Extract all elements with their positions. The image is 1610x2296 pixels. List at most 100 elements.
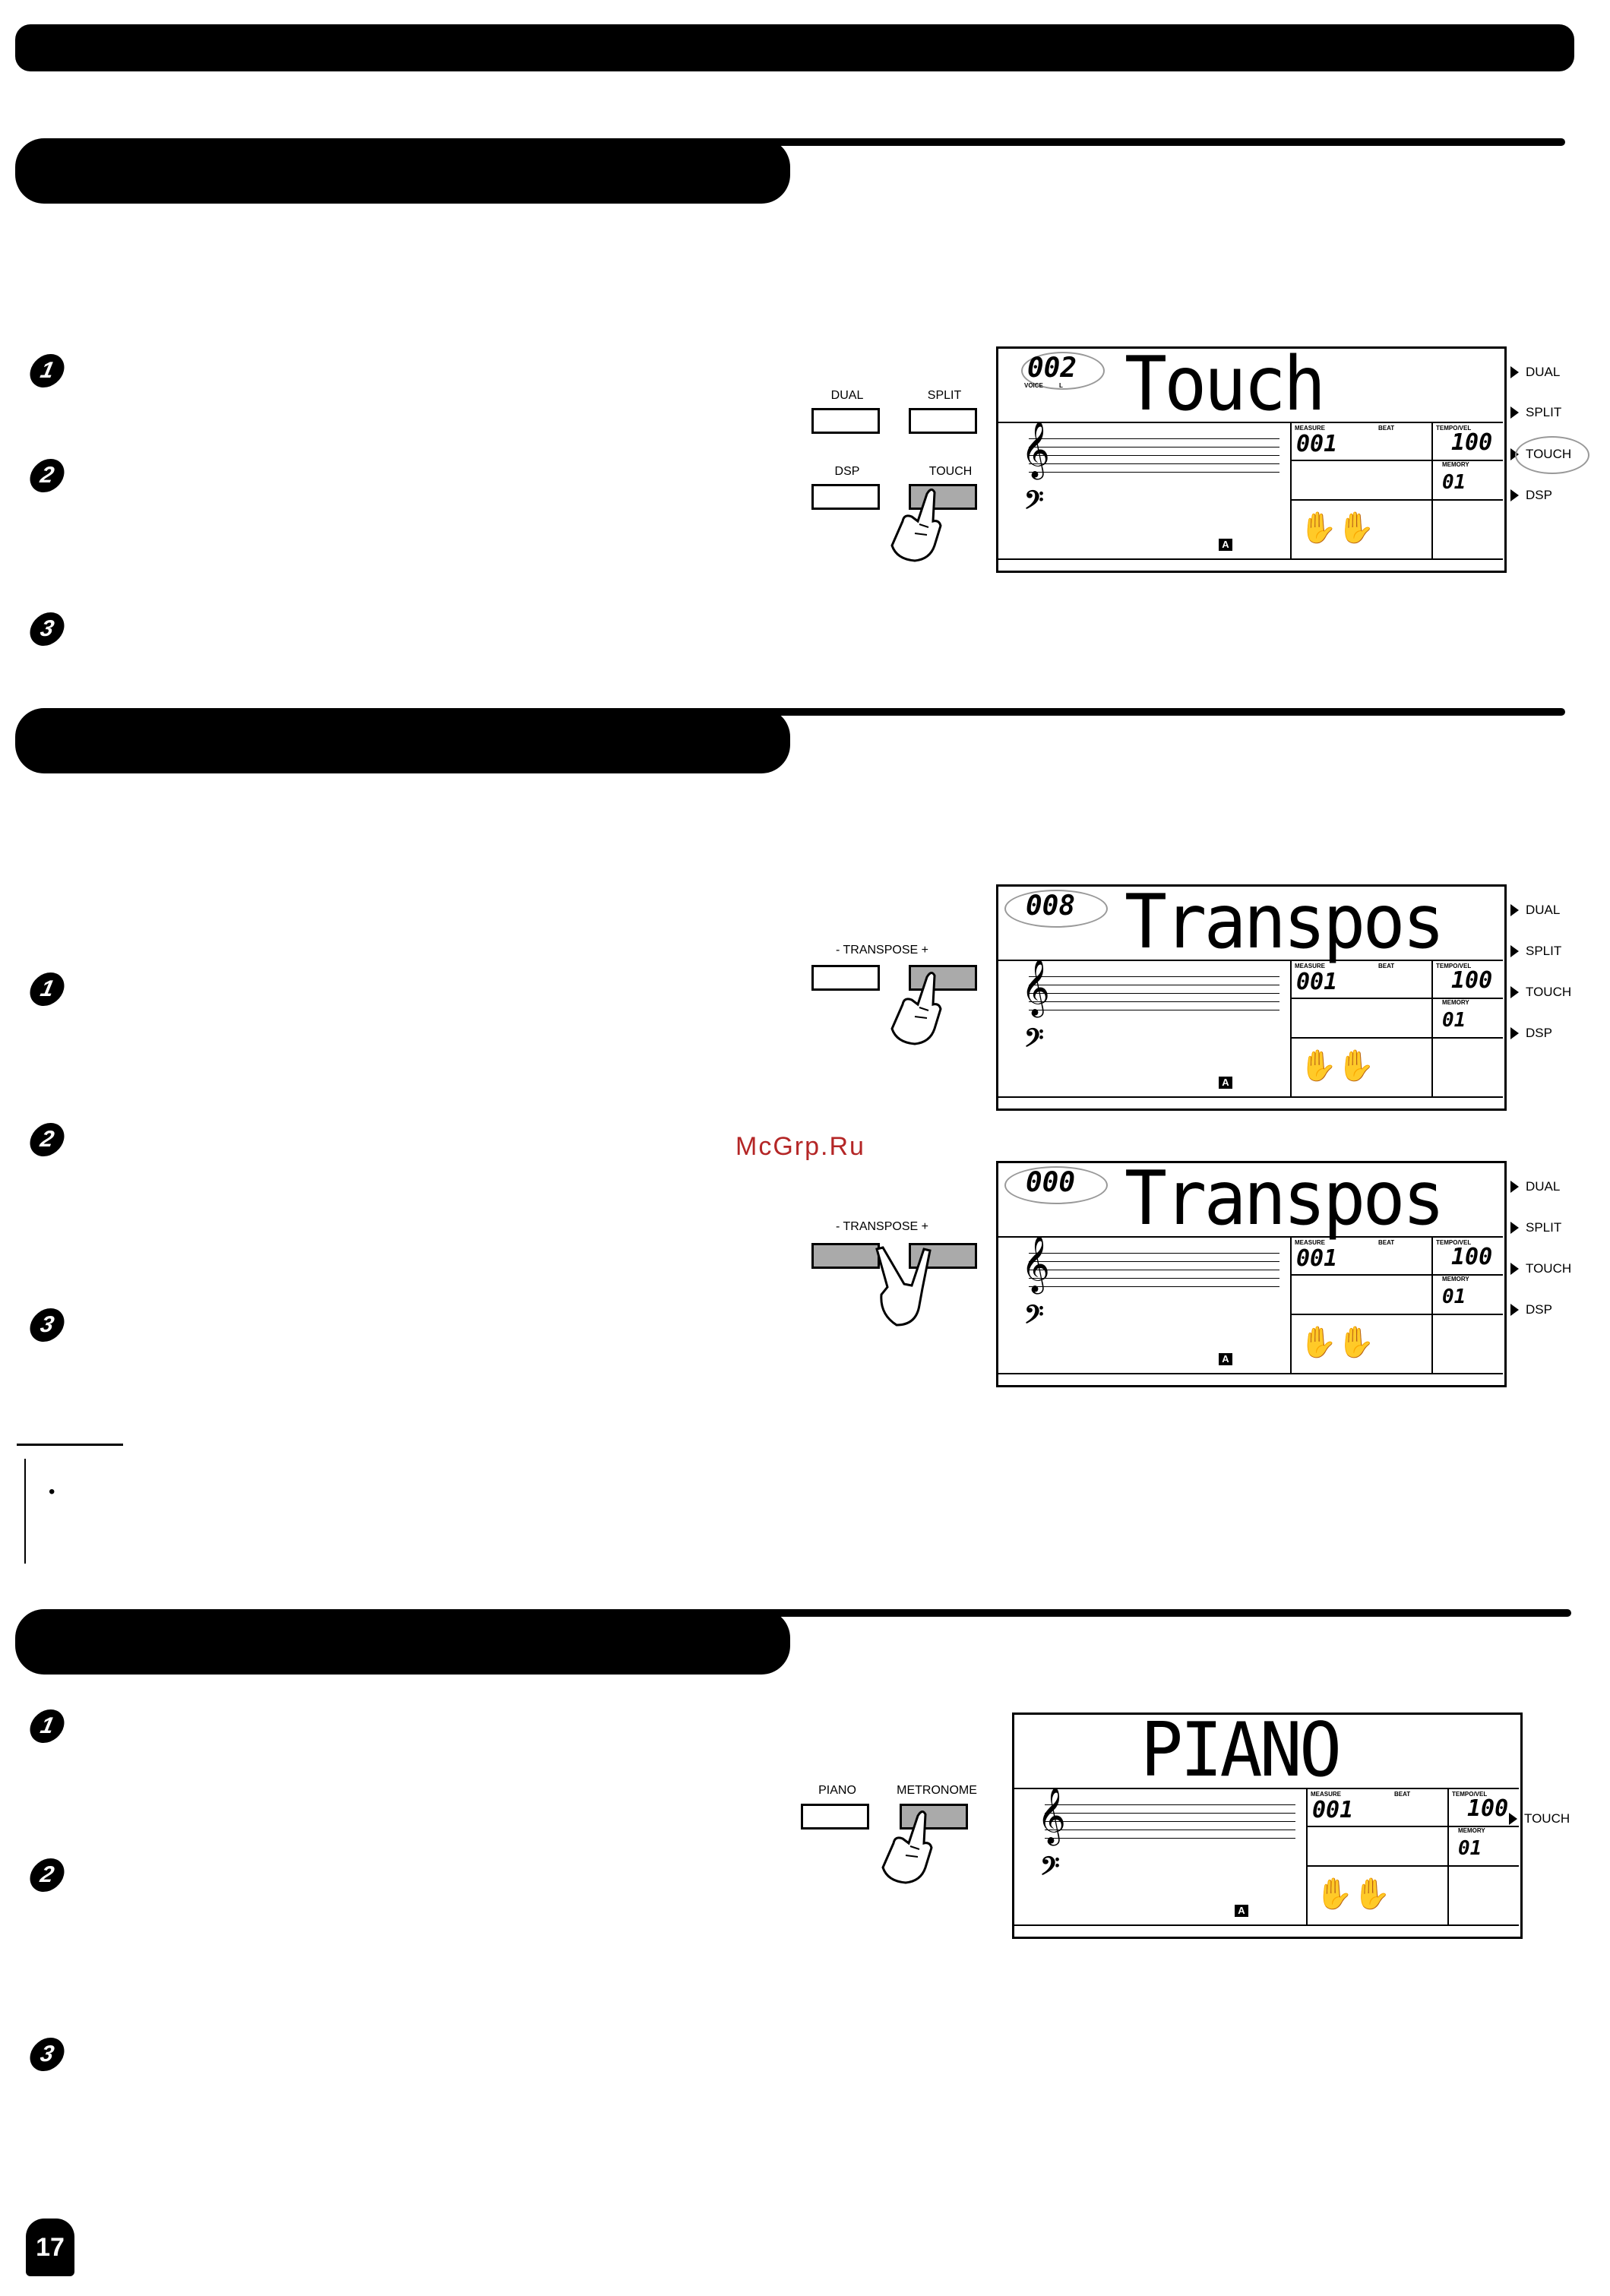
measure-label: MEASURE (1311, 1791, 1342, 1798)
pointing-hand-icon (890, 489, 942, 562)
lcd-transpose-a: 008 Transpos MEASURE BEAT TEMPO/VEL 001 … (996, 884, 1507, 1111)
side-label-touch: TOUCH (1526, 985, 1572, 999)
lcd-main-text: Touch (1124, 341, 1326, 428)
side-label-dual: DUAL (1526, 903, 1561, 917)
bass-clef-icon: 𝄢 (1024, 487, 1044, 520)
a-badge: A (1235, 1905, 1248, 1917)
dsp-button[interactable] (811, 484, 880, 510)
memory-value: 01 (1442, 1009, 1466, 1032)
note-top-rule (17, 1444, 123, 1446)
dual-button[interactable] (811, 408, 880, 434)
tempo-value: 100 (1467, 1795, 1509, 1822)
beat-label: BEAT (1394, 1791, 1411, 1798)
triangle-pointer-icon (1510, 489, 1519, 501)
voice-number: 002 (1027, 353, 1077, 384)
side-label-split: SPLIT (1526, 944, 1562, 958)
triangle-pointer-icon (1510, 945, 1519, 957)
tempo-label: TEMPO/VEL (1436, 425, 1472, 432)
touch-button-label: TOUCH (928, 465, 973, 478)
measure-label: MEASURE (1295, 425, 1326, 432)
metronome-button-label: METRONOME (897, 1784, 977, 1797)
hands-icon: ✋✋ (1299, 1326, 1375, 1359)
bass-clef-icon: 𝄢 (1024, 1025, 1044, 1058)
a-badge: A (1219, 1077, 1232, 1089)
side-label-touch: TOUCH (1526, 1261, 1572, 1276)
metronome-button[interactable] (900, 1804, 968, 1830)
two-finger-hand-icon (875, 1246, 932, 1327)
voice-number-highlight (1021, 352, 1105, 390)
side-label-split: SPLIT (1526, 405, 1562, 419)
tempo-label: TEMPO/VEL (1452, 1791, 1488, 1798)
measure-value: 001 (1296, 1245, 1338, 1272)
dsp-button-label: DSP (834, 465, 860, 478)
side-label-dual: DUAL (1526, 1179, 1561, 1194)
hands-icon: ✋✋ (1315, 1877, 1391, 1911)
hands-icon: ✋✋ (1299, 1049, 1375, 1083)
staff (1029, 431, 1279, 473)
triangle-pointer-icon (1510, 366, 1519, 378)
triangle-pointer-icon (1510, 904, 1519, 916)
measure-value: 001 (1296, 431, 1338, 457)
triangle-pointer-icon (1510, 1181, 1519, 1193)
transpose-label: - TRANSPOSE + (836, 1220, 928, 1233)
section-3-header (15, 1609, 790, 1675)
transpose-label: - TRANSPOSE + (836, 944, 928, 957)
staff (1029, 969, 1279, 1010)
step-3-marker: 3 (27, 2038, 68, 2071)
pointing-hand-icon (881, 1811, 933, 1884)
memory-label: MEMORY (1442, 999, 1469, 1006)
lcd-piano: PIANO MEASURE BEAT TEMPO/VEL 001 100 MEM… (1012, 1713, 1523, 1939)
a-badge: A (1219, 1353, 1232, 1365)
touch-button[interactable] (909, 484, 977, 510)
note-left-rule (24, 1459, 26, 1564)
side-label-dual: DUAL (1526, 365, 1561, 379)
split-button[interactable] (909, 408, 977, 434)
transpose-minus-button[interactable] (811, 1243, 880, 1269)
lcd-touch: 002 VOICE L Touch MEASURE BEAT TEMPO/VEL… (996, 346, 1507, 573)
measure-value: 001 (1296, 969, 1338, 995)
section-2-header (15, 708, 790, 773)
transpose-plus-button[interactable] (909, 965, 977, 991)
dual-button-label: DUAL (830, 389, 864, 402)
transpose-minus-button[interactable] (811, 965, 880, 991)
measure-label: MEASURE (1295, 1239, 1326, 1246)
transpose-number: 000 (1026, 1167, 1076, 1198)
step-1-marker: 1 (27, 354, 68, 387)
step-2-marker: 2 (27, 1858, 68, 1892)
tempo-label: TEMPO/VEL (1436, 963, 1472, 969)
watermark: McGrp.Ru (735, 1132, 865, 1161)
treble-clef-icon: 𝄞 (1021, 422, 1050, 476)
beat-label: BEAT (1378, 1239, 1395, 1246)
step-2-marker: 2 (27, 459, 68, 492)
section-1-header (15, 138, 790, 204)
measure-label: MEASURE (1295, 963, 1326, 969)
triangle-pointer-icon (1510, 1222, 1519, 1234)
side-label-dsp: DSP (1526, 1026, 1552, 1040)
triangle-pointer-icon (1510, 448, 1519, 460)
tempo-value: 100 (1451, 967, 1493, 994)
lcd-main-text: PIANO (1140, 1707, 1342, 1794)
treble-clef-icon: 𝄞 (1021, 960, 1050, 1014)
triangle-pointer-icon (1510, 986, 1519, 998)
section-1-rule (395, 138, 1565, 146)
treble-clef-icon: 𝄞 (1021, 1236, 1050, 1291)
memory-label: MEMORY (1458, 1827, 1485, 1834)
bass-clef-icon: 𝄢 (1024, 1301, 1044, 1335)
staff (1029, 1245, 1279, 1287)
piano-button[interactable] (801, 1804, 869, 1830)
memory-label: MEMORY (1442, 1276, 1469, 1282)
tempo-value: 100 (1451, 1244, 1493, 1270)
step-3-marker: 3 (27, 1308, 68, 1342)
memory-value: 01 (1442, 1286, 1466, 1308)
hands-icon: ✋✋ (1299, 511, 1375, 545)
triangle-pointer-icon (1510, 1027, 1519, 1039)
lcd-main-text: Transpos (1124, 1156, 1445, 1242)
a-badge: A (1219, 539, 1232, 551)
page-number: 17 (26, 2219, 74, 2276)
step-1-marker: 1 (27, 1709, 68, 1743)
side-label-touch: TOUCH (1526, 447, 1572, 461)
tempo-value: 100 (1451, 429, 1493, 456)
triangle-pointer-icon (1509, 1813, 1517, 1825)
triangle-pointer-icon (1510, 1304, 1519, 1316)
header-bar (15, 24, 1574, 71)
